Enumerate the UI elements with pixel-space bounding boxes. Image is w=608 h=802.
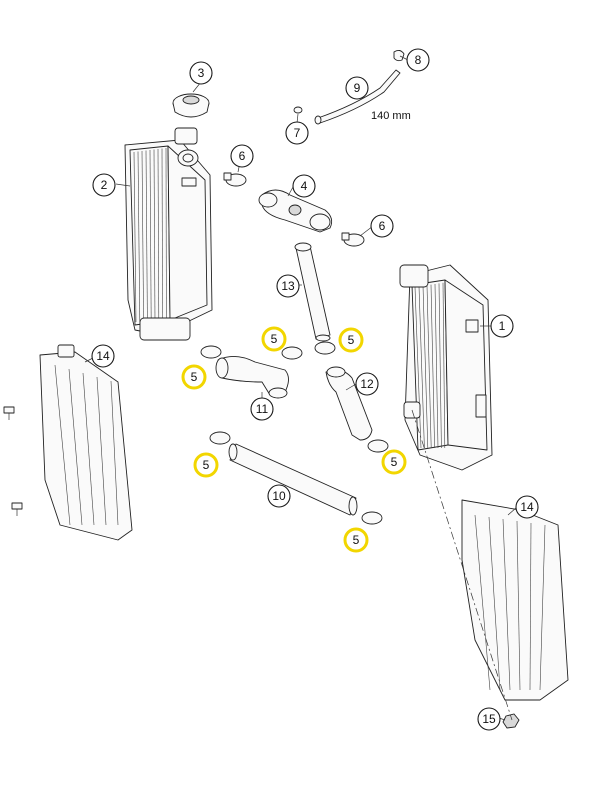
callout-5-c: 5 xyxy=(338,327,364,353)
callout-5-b: 5 xyxy=(261,326,287,352)
callout-5-e: 5 xyxy=(381,449,407,475)
fin-line xyxy=(438,283,442,449)
callout-2: 2 xyxy=(92,173,116,197)
callout-1-label: 1 xyxy=(499,319,506,333)
fin-line xyxy=(82,372,95,526)
hose-clamp-5a xyxy=(200,345,222,359)
fin-line xyxy=(442,282,446,449)
callout-13-label: 13 xyxy=(281,279,295,293)
radiator-left xyxy=(124,127,213,341)
fin-line xyxy=(414,286,422,449)
fin-line xyxy=(474,514,491,691)
fin-line xyxy=(157,148,160,323)
mounting-axis-line xyxy=(411,409,513,721)
fin-line xyxy=(422,285,429,449)
callout-5-b-label: 5 xyxy=(271,332,278,346)
callout-9-label: 9 xyxy=(354,81,361,95)
hose-clamp-5e xyxy=(367,439,389,453)
callout-5-f: 5 xyxy=(343,527,369,553)
coolant-hose-11 xyxy=(215,356,289,399)
fin-line xyxy=(529,522,532,691)
coolant-hose-10 xyxy=(228,443,358,516)
coolant-hose-12 xyxy=(325,366,373,441)
callout-1: 1 xyxy=(490,314,514,338)
fin-line xyxy=(516,520,521,691)
callout-10: 10 xyxy=(267,484,291,508)
callout-2-label: 2 xyxy=(101,178,108,192)
fin-line xyxy=(149,149,152,323)
radiator-cap xyxy=(172,93,210,118)
fin-line xyxy=(145,150,148,323)
fin-line xyxy=(426,285,432,449)
hose-clamp-5c xyxy=(314,341,336,355)
callout-6-a: 6 xyxy=(230,144,254,168)
fin-line xyxy=(502,518,511,691)
callout-7-label: 7 xyxy=(294,126,301,140)
hose-clamp-5d xyxy=(209,431,231,445)
breather-hose-9 xyxy=(314,69,401,125)
callout-14-a: 14 xyxy=(91,344,115,368)
callout-15-label: 15 xyxy=(482,712,496,726)
fin-line xyxy=(54,364,71,526)
callout-6-a-label: 6 xyxy=(239,149,246,163)
callout-3-label: 3 xyxy=(198,66,205,80)
radiator-shroud-left xyxy=(39,344,133,541)
callout-5-d: 5 xyxy=(193,452,219,478)
callout-8: 8 xyxy=(406,48,430,72)
screw-left-upper xyxy=(3,406,15,420)
callout-9: 9 xyxy=(345,76,369,100)
callout-14-b-label: 14 xyxy=(520,500,534,514)
callout-11: 11 xyxy=(250,397,274,421)
fin-line xyxy=(137,151,141,323)
hose-clamp-6b xyxy=(341,232,365,247)
hose-clamp-5f xyxy=(361,511,383,525)
callout-4-label: 4 xyxy=(301,179,308,193)
fin-line xyxy=(539,524,546,691)
callout-12: 12 xyxy=(355,372,379,396)
callout-14-b: 14 xyxy=(515,495,539,519)
fin-line xyxy=(161,148,163,323)
nut-15 xyxy=(502,713,520,729)
callout-5-f-label: 5 xyxy=(353,533,360,547)
fin-line xyxy=(141,150,144,323)
callout-5-a: 5 xyxy=(181,364,207,390)
callout-5-c-label: 5 xyxy=(348,333,355,347)
callout-6-b: 6 xyxy=(370,214,394,238)
hose-clamp-6a xyxy=(223,172,247,187)
hose-clamp-5b xyxy=(281,346,303,360)
callout-5-a-label: 5 xyxy=(191,370,198,384)
fin-line xyxy=(153,149,156,323)
fin-line xyxy=(96,376,107,526)
radiator-shroud-right xyxy=(461,499,569,701)
fin-line xyxy=(68,368,83,526)
fin-line xyxy=(434,283,439,449)
callout-7: 7 xyxy=(285,121,309,145)
fin-line xyxy=(488,516,501,691)
callout-4: 4 xyxy=(292,174,316,198)
hose-length-note: 140 mm xyxy=(371,110,411,122)
callout-11-label: 11 xyxy=(256,402,269,416)
screw-left-lower xyxy=(11,502,23,516)
hose-clamp-8 xyxy=(393,49,405,62)
callout-15: 15 xyxy=(477,707,501,731)
callout-5-d-label: 5 xyxy=(203,458,210,472)
fin-line xyxy=(110,380,119,526)
callout-13: 13 xyxy=(276,274,300,298)
radiator-right xyxy=(399,264,493,471)
hose-clamp-7 xyxy=(293,106,303,114)
callout-8-label: 8 xyxy=(415,53,422,67)
thermostat-housing xyxy=(258,189,333,233)
callout-5-e-label: 5 xyxy=(391,455,398,469)
callout-14-a-label: 14 xyxy=(96,349,110,363)
callout-10-label: 10 xyxy=(272,489,286,503)
callout-6-b-label: 6 xyxy=(379,219,386,233)
coolant-pipe-13 xyxy=(294,242,331,342)
fin-line xyxy=(430,284,435,449)
fin-line xyxy=(418,286,425,449)
callout-12-label: 12 xyxy=(360,377,374,391)
fin-line xyxy=(133,151,137,323)
callout-3: 3 xyxy=(189,61,213,85)
